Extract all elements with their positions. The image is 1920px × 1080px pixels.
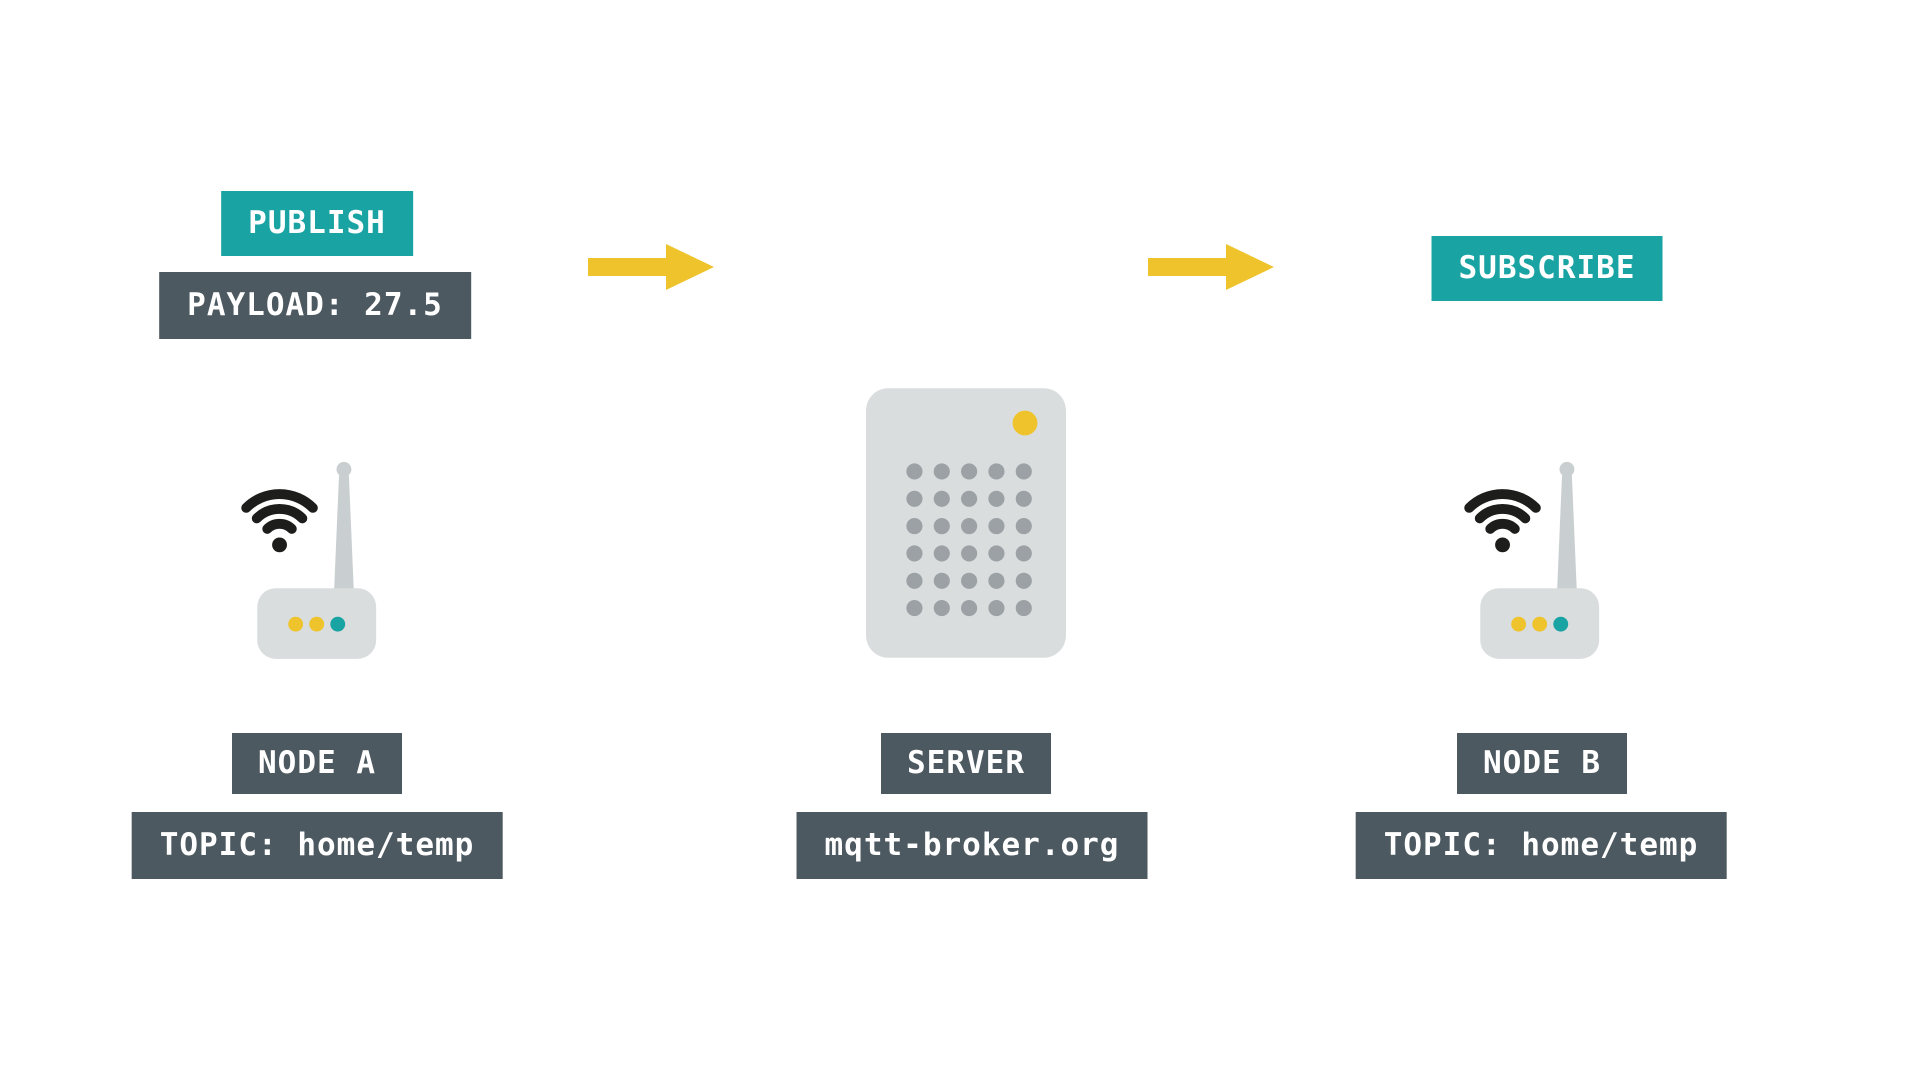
server-icon (866, 388, 1066, 658)
node-a-topic-label: TOPIC: home/temp (131, 812, 503, 879)
broker-address-label: mqtt-broker.org (796, 812, 1148, 879)
node-a-label: NODE A (232, 733, 402, 794)
arrow-right-icon (588, 244, 714, 290)
publish-badge: PUBLISH (221, 191, 413, 256)
node-b-label: NODE B (1457, 733, 1627, 794)
wifi-router-icon (241, 461, 377, 659)
arrow-right-icon (1148, 244, 1274, 290)
subscribe-badge: SUBSCRIBE (1431, 236, 1663, 301)
node-b-topic-label: TOPIC: home/temp (1355, 812, 1727, 879)
payload-badge: PAYLOAD: 27.5 (159, 272, 471, 339)
server-label: SERVER (881, 733, 1051, 794)
wifi-router-icon (1464, 461, 1600, 659)
